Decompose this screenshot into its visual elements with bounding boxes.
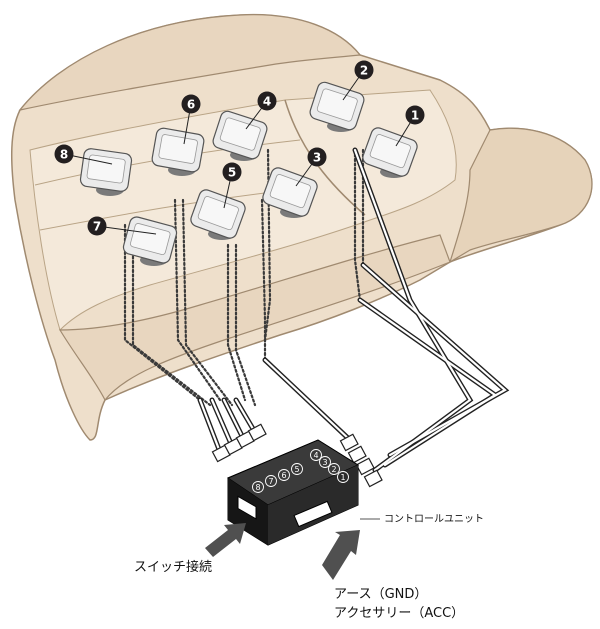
unit-top	[316, 88, 358, 122]
port-number-text: 7	[268, 477, 273, 486]
unit-number-badge	[354, 60, 374, 80]
vibration-unit-4: 4	[212, 91, 277, 161]
unit-number-badge	[257, 91, 277, 111]
port-number-text: 3	[322, 458, 327, 467]
control-unit-label: コントロールユニット	[384, 514, 484, 525]
arrows	[205, 523, 360, 580]
port-number-circle	[319, 456, 331, 468]
unit-leader-line	[96, 225, 157, 235]
unit-number-text: 7	[93, 220, 101, 234]
unit-number-text: 5	[228, 166, 236, 180]
port-number-circle	[328, 463, 340, 475]
port-number-text: 5	[294, 465, 299, 474]
port-number-text: 4	[313, 451, 318, 460]
vibration-unit-2: 2	[309, 60, 374, 132]
unit-top	[197, 196, 239, 231]
unit-number-badge	[87, 216, 107, 236]
unit-top	[86, 154, 126, 184]
port-number-text: 2	[331, 465, 336, 474]
port-number-circle	[310, 449, 322, 461]
unit-number-badge	[405, 105, 425, 125]
unit-number-badge	[307, 147, 327, 167]
vibration-unit-6: 6	[151, 94, 205, 176]
unit-top	[369, 134, 411, 169]
unit-number-badge	[181, 94, 201, 114]
switch-connection-label: スイッチ接続	[134, 560, 213, 575]
seat-cushion	[10, 13, 593, 441]
power-arrow	[322, 530, 360, 580]
port-number-circle	[265, 475, 277, 487]
unit-number-text: 1	[411, 109, 419, 123]
vibration-unit-8: 8	[54, 144, 133, 196]
port-number-circle	[278, 469, 290, 481]
vibration-unit-1: 1	[362, 105, 425, 178]
vibration-unit-5: 5	[190, 162, 246, 240]
port-number-text: 6	[281, 471, 286, 480]
switch-arrow	[205, 523, 246, 557]
unit-top	[130, 223, 171, 256]
unit-connectors	[339, 433, 383, 488]
vibration-unit-3: 3	[262, 147, 327, 218]
port-number-circle	[252, 481, 264, 493]
unit-top	[219, 117, 261, 151]
unit-top	[158, 134, 198, 164]
unit-number-badge	[222, 162, 242, 182]
unit-number-text: 4	[263, 95, 271, 109]
unit-number-text: 3	[313, 151, 321, 165]
ground-label: アース（GND）	[334, 587, 428, 602]
unit-number-text: 6	[187, 98, 195, 112]
unit-number-badge	[54, 144, 74, 164]
port-number-circle	[291, 463, 303, 475]
wiring	[123, 147, 510, 473]
port-number-circle	[337, 471, 349, 483]
unit-top	[269, 174, 311, 209]
vibration-units: 1 2 3 4 5 6 7 8	[54, 60, 425, 266]
unit-number-text: 8	[60, 148, 68, 162]
accessory-label: アクセサリー（ACC）	[334, 606, 465, 621]
unit-number-text: 2	[360, 64, 368, 78]
switch-connectors	[211, 423, 267, 463]
vibration-unit-7: 7	[87, 216, 178, 266]
port-number-text: 8	[255, 483, 260, 492]
port-number-text: 1	[340, 473, 345, 482]
